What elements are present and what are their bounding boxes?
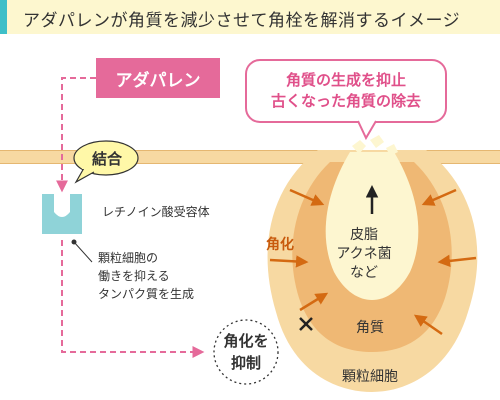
drug-label: アダパレン (115, 70, 201, 91)
receptor-icon (42, 194, 82, 234)
stratum-corneum-label: 角質 (356, 320, 384, 336)
sebum-label: 皮脂 アクネ菌 など (326, 226, 402, 283)
inhibit-line-1: 角化を (223, 332, 269, 350)
note-line-2: 働きを抑える (98, 269, 170, 283)
sebum-line-1: 皮脂 (350, 227, 378, 243)
leader-line (73, 241, 93, 263)
note-line-1: 顆粒細胞の (98, 251, 159, 265)
note-line-3: タンパク質を生成 (98, 287, 195, 301)
keratinization-label: 角化 (266, 237, 294, 253)
callout-bubble (245, 59, 447, 141)
callout-text: 角質の生成を抑止 古くなった角質の除去 (248, 70, 444, 112)
cross-mark-icon (299, 317, 313, 331)
drug-to-receptor-connector (56, 77, 96, 193)
drug-label-box: アダパレン (96, 58, 220, 98)
callout-line-1: 角質の生成を抑止 (285, 71, 406, 89)
skin-surface-line-top (0, 150, 500, 151)
receptor-to-inhibit-connector (61, 240, 205, 358)
receptor-label: レチノイン酸受容体 (102, 205, 210, 219)
shed-keratin-flakes (352, 135, 398, 162)
sebum-line-2: アクネ菌 (336, 246, 392, 262)
skin-surface-line-bottom (0, 163, 500, 164)
inhibit-line-2: 抑制 (230, 354, 261, 372)
title-bar: アダパレンが角質を減少させて角栓を解消するイメージ (0, 0, 500, 34)
bond-speech-bubble (73, 140, 139, 184)
granular-note: 顆粒細胞の 働きを抑える タンパク質を生成 (98, 249, 194, 303)
bond-label: 結合 (91, 150, 122, 168)
arrow-icon (269, 188, 477, 336)
inhibit-label: 角化を 抑制 (214, 330, 278, 374)
sebum-plug (325, 152, 419, 300)
granular-cells-label: 顆粒細胞 (342, 369, 398, 385)
sebum-line-3: など (350, 265, 378, 281)
inhibit-circle (213, 319, 279, 385)
callout-line-2: 古くなった角質の除去 (270, 92, 421, 110)
page-title: アダパレンが角質を減少させて角栓を解消するイメージ (23, 11, 461, 31)
